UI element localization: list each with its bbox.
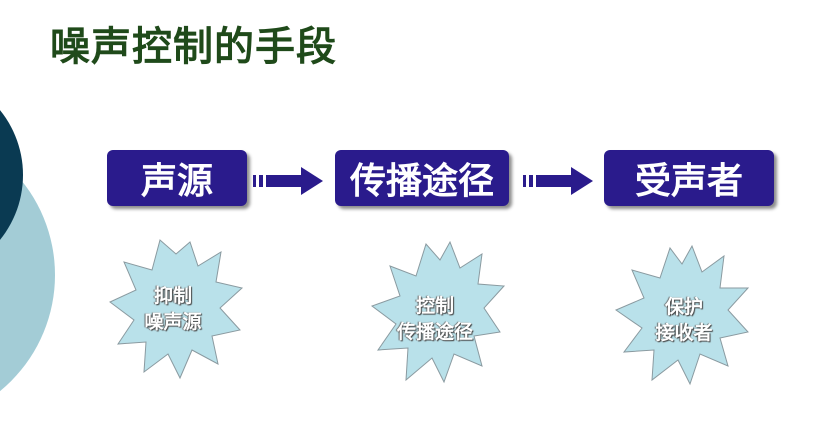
box-receiver: 受声者	[604, 150, 774, 206]
arrow-right-icon	[253, 167, 323, 195]
page-title: 噪声控制的手段	[50, 24, 337, 70]
decor-circle-dark	[0, 110, 23, 240]
starburst-shape	[370, 240, 506, 384]
burst-label-control-path: 控制 传播途径	[396, 295, 473, 343]
starburst-shape	[109, 239, 244, 380]
burst-label-protect-receiver: 保护 接收者	[655, 296, 713, 344]
box-transmission-path: 传播途径	[335, 150, 509, 206]
decorative-circles	[0, 110, 55, 392]
box-noise-source: 声源	[107, 150, 247, 206]
arrow-right-icon	[523, 167, 593, 195]
burst-label-suppress-source: 抑制 噪声源	[144, 285, 202, 333]
starburst-shape	[614, 244, 750, 386]
